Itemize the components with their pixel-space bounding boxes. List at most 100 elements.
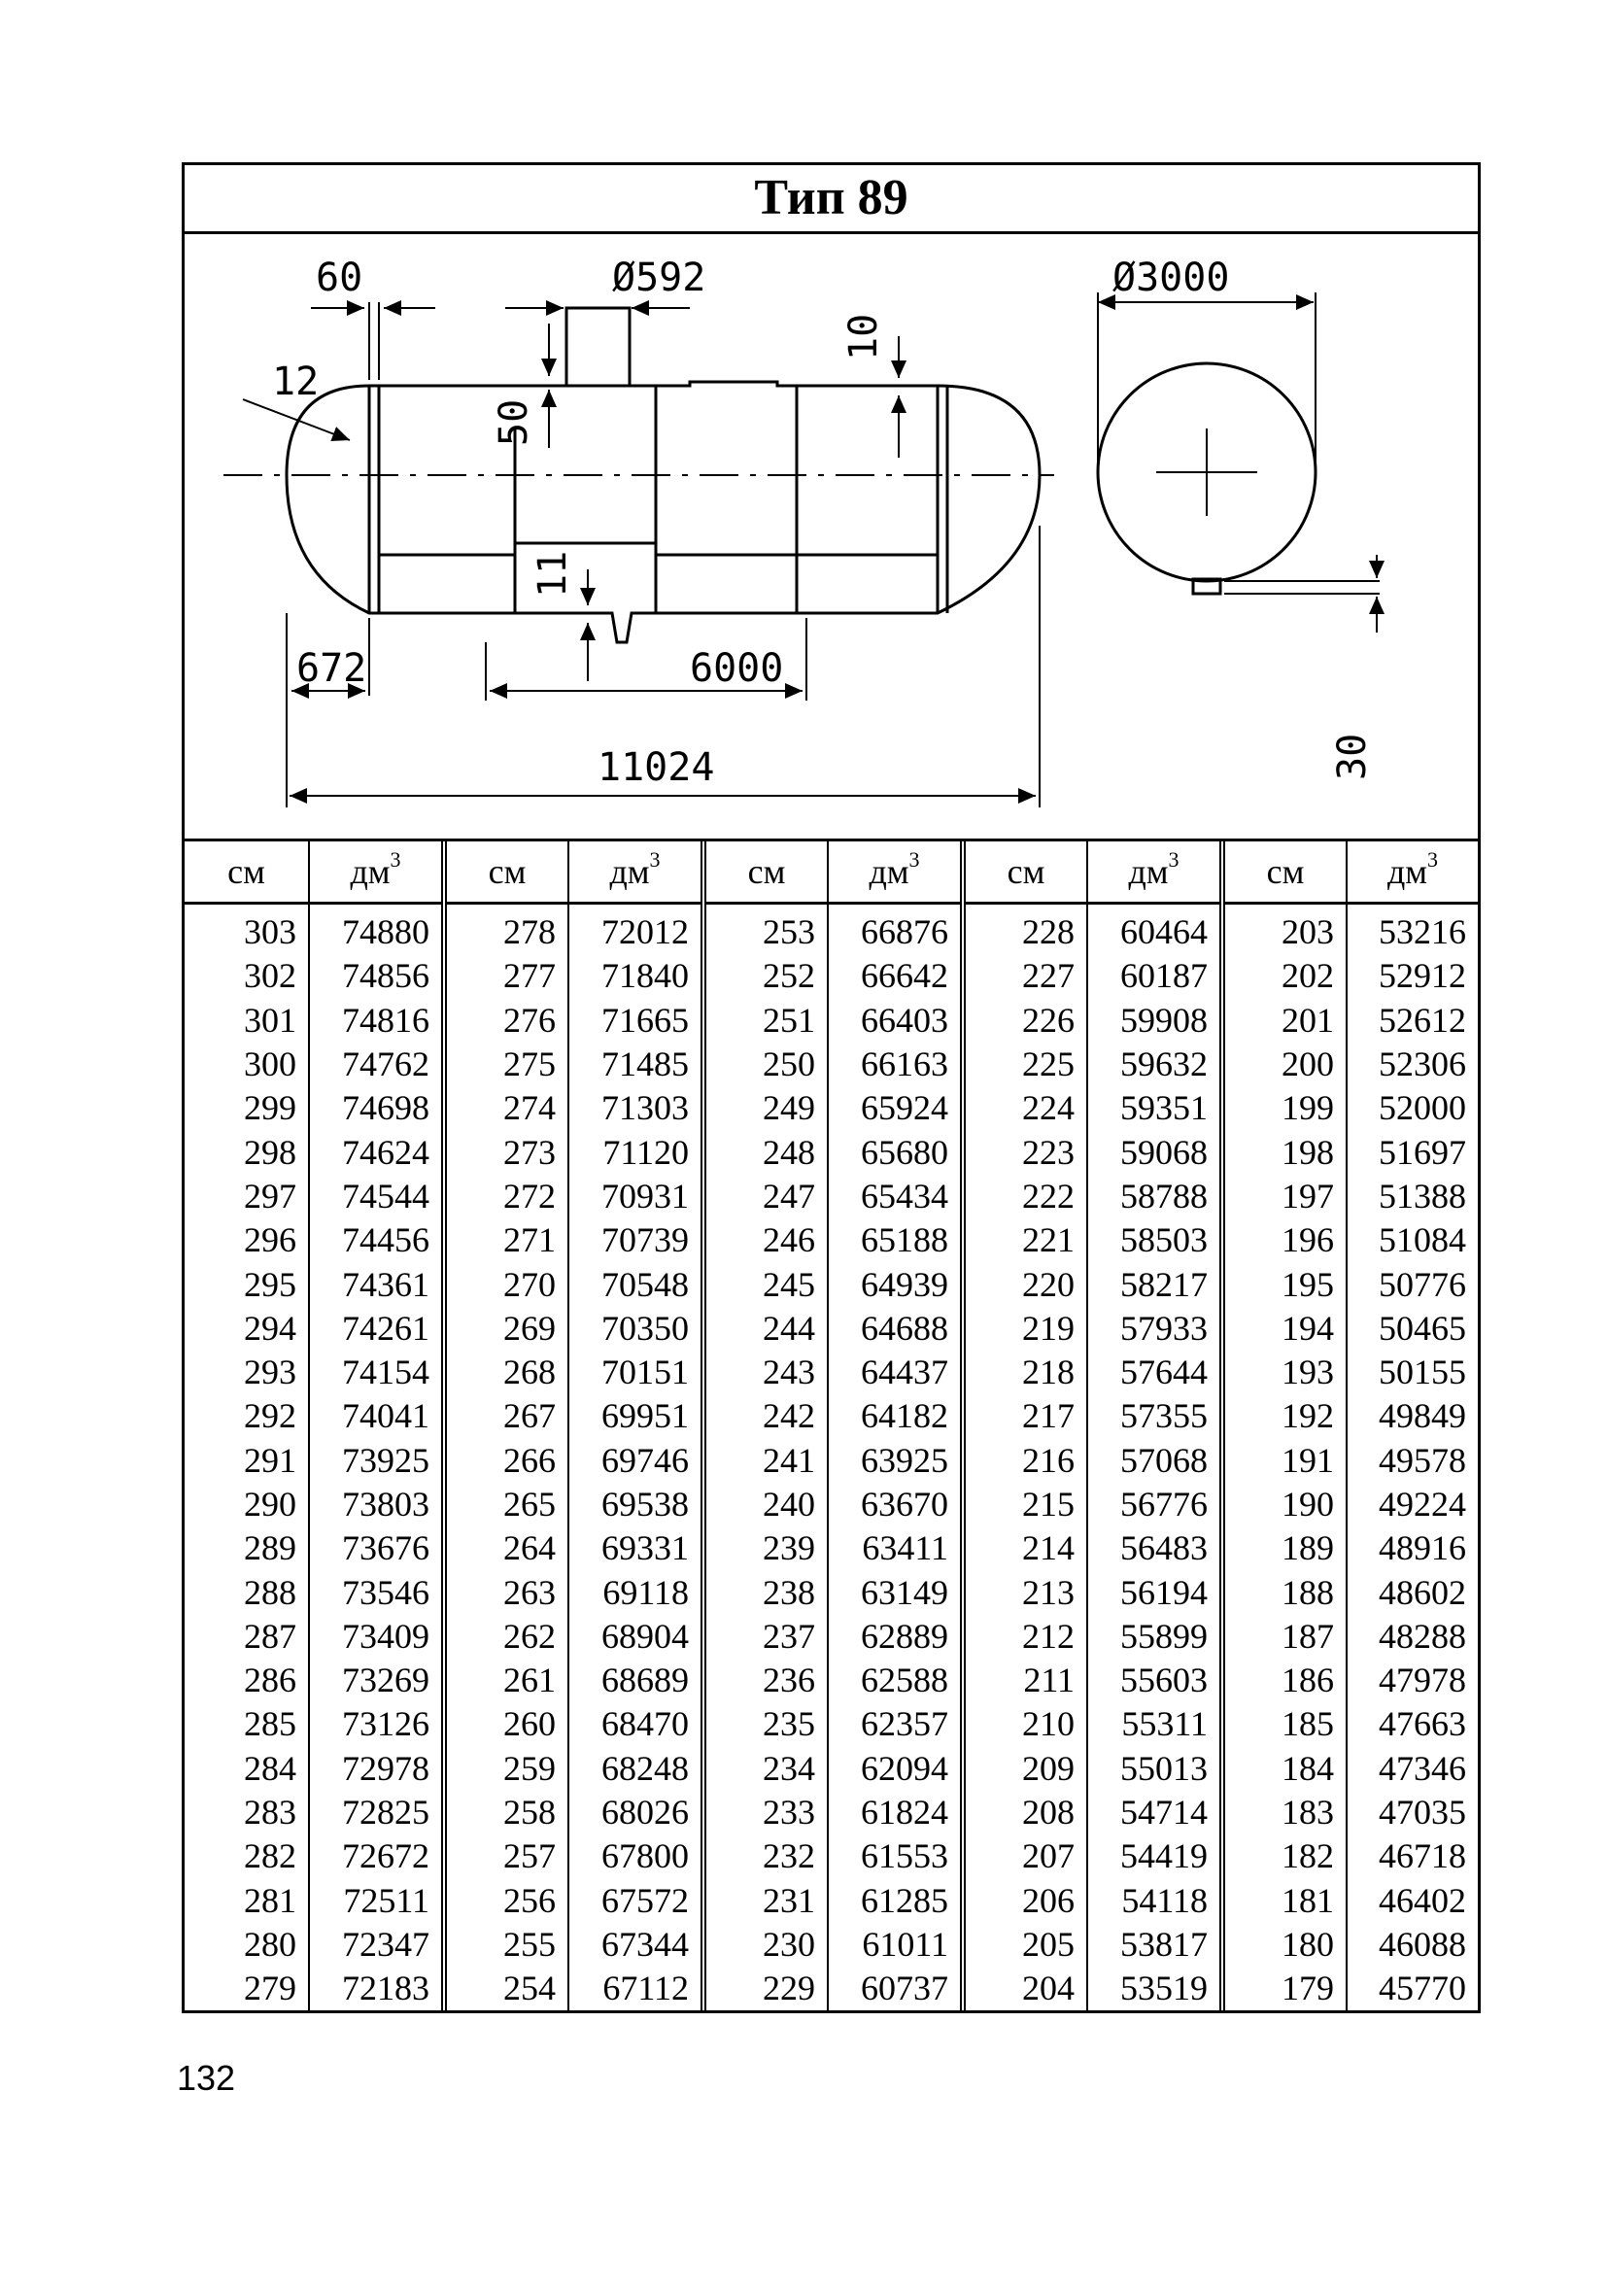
cell-cm: 272: [441, 1174, 569, 1219]
cell-cm: 256: [441, 1878, 569, 1923]
cell-cm: 211: [960, 1659, 1088, 1703]
cell-cm: 215: [960, 1482, 1088, 1527]
cell-dm3: 52612: [1379, 1000, 1466, 1040]
cell-dm3: 72183: [342, 1969, 429, 2008]
cell-cm: 194: [1219, 1306, 1348, 1351]
cell-cm: 209: [960, 1746, 1088, 1791]
cell-dm3: 46718: [1379, 1836, 1466, 1876]
cell-dm3: 49578: [1379, 1440, 1466, 1480]
cell-cm: 235: [701, 1702, 829, 1747]
cell-dm3: 66876: [861, 912, 948, 952]
cell-cm: 186: [1219, 1659, 1348, 1703]
dim-end-cap: 60: [316, 256, 362, 300]
cell-dm3: 73925: [342, 1440, 429, 1480]
cell-cm: 200: [1219, 1042, 1348, 1087]
cell-dm3: 74880: [342, 912, 429, 952]
cell-dm3: 50465: [1379, 1308, 1466, 1348]
cell-dm3: 55899: [1120, 1616, 1208, 1656]
cell-dm3: 50776: [1379, 1264, 1466, 1304]
cell-cm: 248: [701, 1130, 829, 1175]
cell-cm: 181: [1219, 1878, 1348, 1923]
cell-dm3: 52912: [1379, 956, 1466, 996]
cell-dm3: 73546: [342, 1572, 429, 1612]
cell-cm: 294: [185, 1306, 310, 1351]
cell-dm3: 55603: [1120, 1661, 1208, 1700]
cell-dm3: 51084: [1379, 1220, 1466, 1260]
cell-cm: 269: [441, 1306, 569, 1351]
cell-cm: 264: [441, 1526, 569, 1571]
cell-dm3: 71303: [601, 1088, 689, 1128]
cell-dm3: 67800: [601, 1836, 689, 1876]
cell-cm: 192: [1219, 1394, 1348, 1439]
cell-cm: 255: [441, 1922, 569, 1968]
header-dm3: дм3: [1347, 841, 1478, 905]
cell-dm3: 50155: [1379, 1353, 1466, 1392]
cell-dm3: 69951: [601, 1396, 689, 1436]
cell-dm3: 62588: [861, 1661, 948, 1700]
header-dm3: дм3: [309, 841, 444, 905]
cell-cm: 290: [185, 1482, 310, 1527]
cell-dm3: 48916: [1379, 1528, 1466, 1568]
cell-dm3: 63925: [861, 1440, 948, 1480]
cell-dm3: 70350: [601, 1308, 689, 1348]
cell-dm3: 73676: [342, 1528, 429, 1568]
cell-dm3: 67572: [601, 1880, 689, 1920]
cell-cm: 281: [185, 1878, 310, 1923]
cell-cm: 265: [441, 1482, 569, 1527]
cell-dm3: 54118: [1121, 1880, 1208, 1920]
cell-cm: 233: [701, 1790, 829, 1835]
cell-cm: 198: [1219, 1130, 1348, 1175]
cell-cm: 228: [960, 903, 1088, 955]
cell-dm3: 61285: [861, 1880, 948, 1920]
cell-dm3: 62889: [861, 1616, 948, 1656]
cell-cm: 234: [701, 1746, 829, 1791]
cell-dm3: 64939: [861, 1264, 948, 1304]
cell-dm3: 46402: [1379, 1880, 1466, 1920]
cell-dm3: 70931: [601, 1176, 689, 1216]
cell-dm3: 74544: [342, 1176, 429, 1216]
cell-cm: 195: [1219, 1262, 1348, 1307]
cell-cm: 291: [185, 1438, 310, 1483]
cell-cm: 259: [441, 1746, 569, 1791]
cell-dm3: 63411: [862, 1528, 948, 1568]
cell-dm3: 68904: [601, 1616, 689, 1656]
cell-cm: 279: [185, 1967, 310, 2011]
cell-dm3: 74361: [342, 1264, 429, 1304]
cell-dm3: 53216: [1379, 912, 1466, 952]
cell-cm: 182: [1219, 1834, 1348, 1879]
tank-end-view: [1096, 361, 1317, 583]
cell-dm3: 61824: [861, 1793, 948, 1833]
header-dm3: дм3: [828, 841, 963, 905]
header-cm: см: [441, 841, 569, 905]
cell-cm: 243: [701, 1350, 829, 1395]
cell-cm: 275: [441, 1042, 569, 1087]
cell-dm3: 74624: [342, 1132, 429, 1172]
cell-dm3: 69538: [601, 1485, 689, 1524]
cell-dm3: 47978: [1379, 1661, 1466, 1700]
tank-body-outline: [285, 380, 1042, 644]
cell-dm3: 60464: [1120, 912, 1208, 952]
cell-cm: 185: [1219, 1702, 1348, 1747]
cell-dm3: 68248: [601, 1748, 689, 1788]
cell-dm3: 49849: [1379, 1396, 1466, 1436]
cell-cm: 203: [1219, 903, 1348, 955]
dim-top: 10: [841, 314, 886, 360]
cell-cm: 276: [441, 998, 569, 1043]
cell-dm3: 68026: [601, 1793, 689, 1833]
dim-wall: 12: [272, 360, 319, 404]
cell-cm: 219: [960, 1306, 1088, 1351]
cell-dm3: 72012: [601, 912, 689, 952]
cell-dm3: 66403: [861, 1000, 948, 1040]
cell-dm3: 72825: [342, 1793, 429, 1833]
cell-cm: 263: [441, 1570, 569, 1615]
cell-cm: 277: [441, 954, 569, 999]
cell-cm: 201: [1219, 998, 1348, 1043]
cell-cm: 285: [185, 1702, 310, 1747]
